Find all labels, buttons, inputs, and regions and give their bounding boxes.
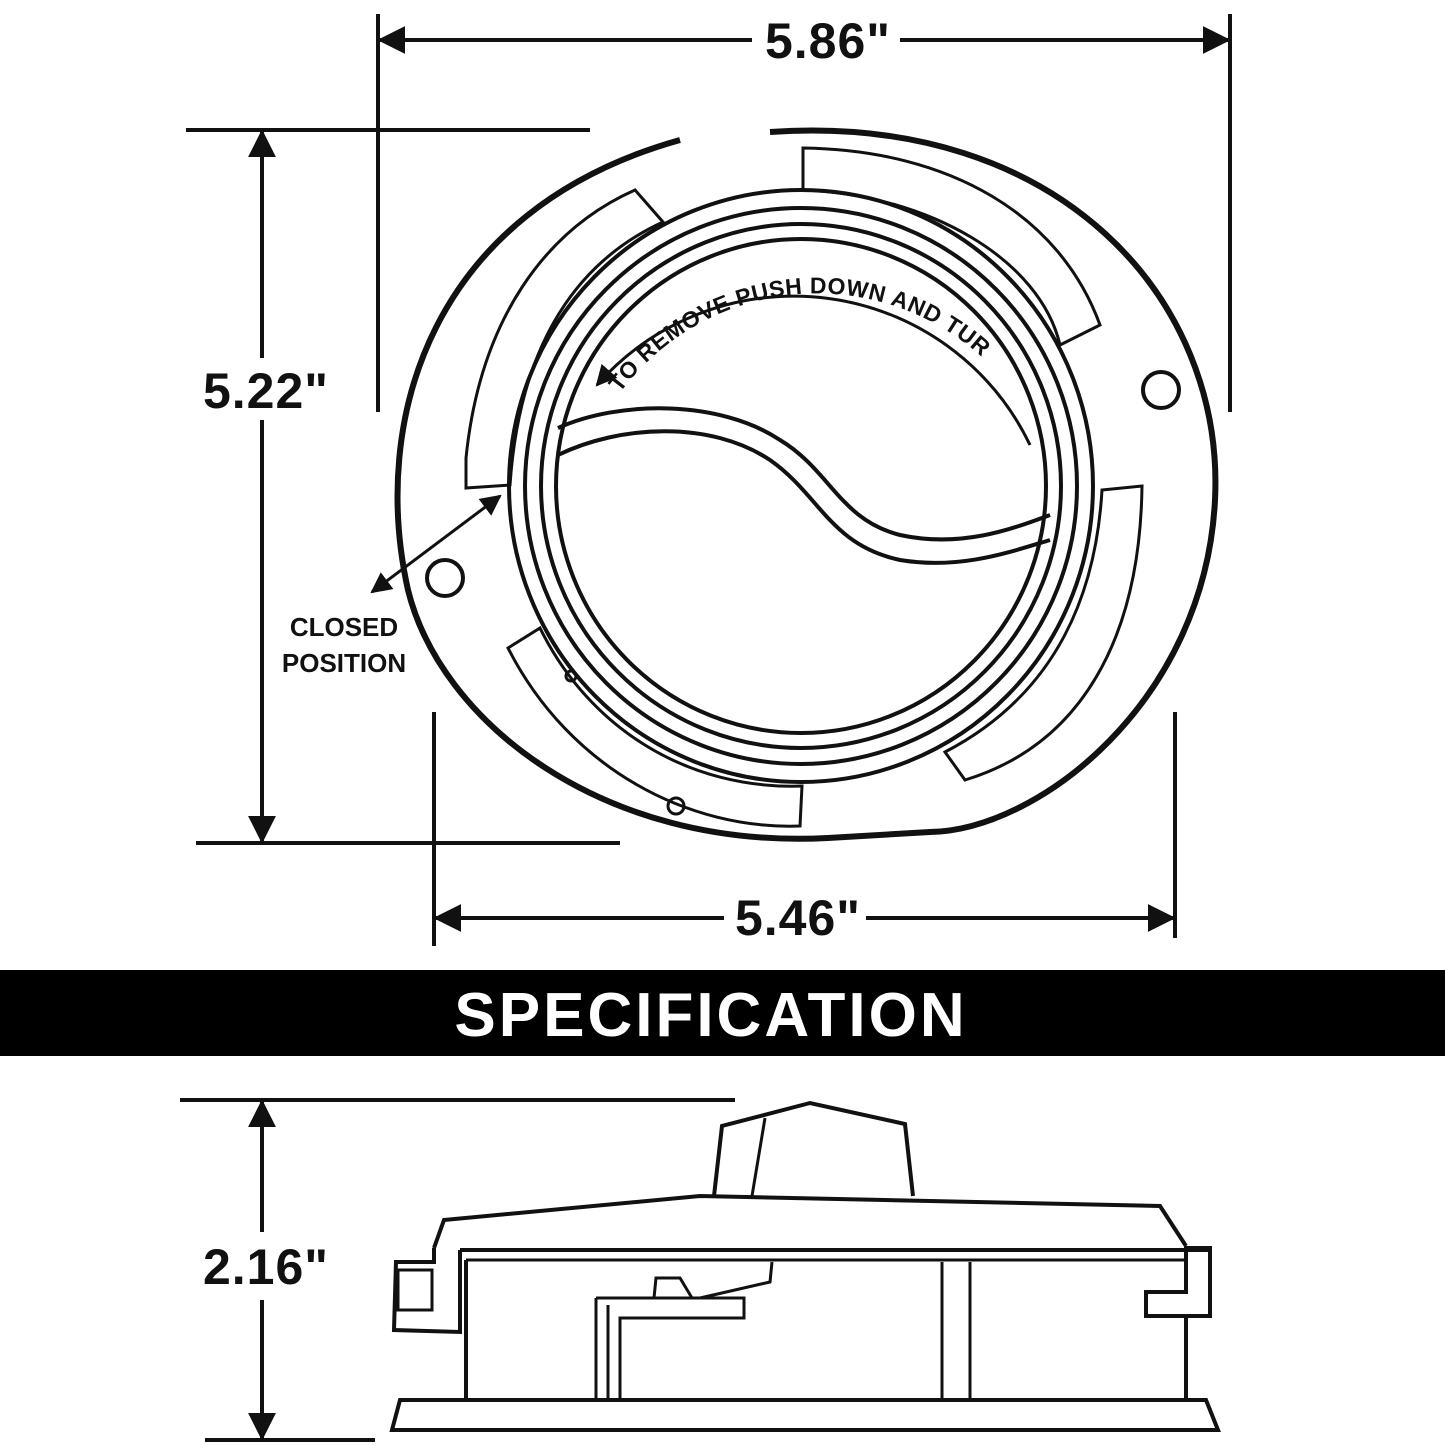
- side-height-dimension: 2.16": [180, 1098, 735, 1442]
- height-dimension: 5.22": [186, 128, 620, 845]
- banner-title: SPECIFICATION: [454, 981, 967, 1050]
- width-label: 5.86": [765, 13, 891, 69]
- height-label: 5.22": [203, 363, 329, 419]
- bayonet-tabs: [464, 146, 1144, 828]
- side-housing: [389, 1193, 1221, 1432]
- top-view: 5.86" 5.22" 5.46": [0, 0, 1232, 946]
- closed-label-line2: POSITION: [282, 648, 406, 678]
- base-width-dimension: 5.46": [432, 712, 1177, 946]
- side-knob: [712, 1100, 915, 1197]
- closed-position-callout: CLOSED POSITION: [282, 494, 502, 678]
- closed-label-line1: CLOSED: [290, 612, 398, 642]
- specification-banner: SPECIFICATION: [0, 970, 1445, 1056]
- side-view: 2.16": [180, 1098, 1221, 1442]
- side-height-label: 2.16": [203, 1239, 329, 1295]
- width-dimension: 5.86": [376, 13, 1232, 412]
- wire: [557, 406, 1051, 565]
- lens: [507, 188, 1095, 784]
- mounting-hole-right: [1141, 370, 1181, 410]
- mounting-hole-left: [425, 558, 465, 598]
- base-width-label: 5.46": [735, 890, 861, 946]
